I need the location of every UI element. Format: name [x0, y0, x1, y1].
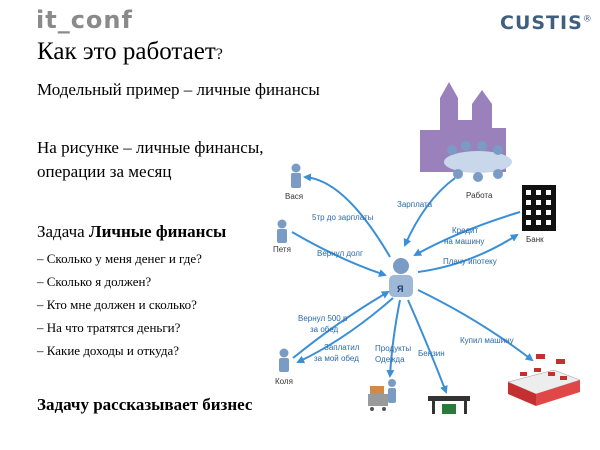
arrow-returned-500 — [292, 290, 390, 359]
bullet-4: – На что тратятся деньги? — [37, 320, 181, 335]
picture-line-2: операции за месяц — [37, 162, 172, 181]
edge-products-1: Продукты — [375, 344, 411, 353]
edge-returned-500-1: Вернул 500 р — [298, 314, 348, 323]
arrow-car — [417, 289, 534, 362]
registered-mark: ® — [582, 14, 593, 25]
slide-title: Как это работает? — [37, 38, 223, 66]
slide-title-text: Как это работает — [37, 38, 216, 65]
bullet-2: – Сколько я должен? — [37, 274, 152, 289]
node-work: Работа — [466, 191, 493, 200]
edge-returned-debt: Вернул долг — [317, 249, 363, 258]
person-me-icon — [389, 258, 413, 297]
arrow-salary — [403, 177, 456, 247]
picture-line-1: На рисунке – личные финансы, — [37, 138, 264, 157]
edge-5tr: 5тр до зарплаты — [312, 213, 374, 222]
bank-building-icon — [522, 185, 556, 231]
node-petya: Петя — [273, 245, 291, 254]
node-kolya: Коля — [275, 377, 293, 386]
custis-logo-text: CUSTIS — [500, 12, 583, 34]
meeting-table-icon — [444, 141, 512, 182]
itconf-logo: it_conf — [36, 6, 133, 34]
edge-credit-2: на машину — [444, 237, 484, 246]
edge-gas: Бензин — [418, 349, 445, 358]
bullet-1: – Сколько у меня денег и где? — [37, 251, 202, 266]
edge-mortgage: Плачу ипотеку — [443, 257, 497, 266]
node-bank: Банк — [526, 235, 544, 244]
person-vasya-icon — [291, 163, 301, 188]
arrow-products — [386, 299, 401, 378]
car-dealership-icon — [507, 354, 581, 406]
task-prefix: Задача — [37, 222, 89, 241]
edge-products-2: Одежда — [375, 355, 405, 364]
flow-arrows — [291, 173, 534, 394]
person-petya-icon — [277, 219, 287, 243]
arrow-credit — [413, 211, 521, 256]
task-heading: Задача Личные финансы — [37, 222, 226, 242]
slide-title-question: ? — [215, 46, 223, 63]
edge-credit-1: Кредит — [452, 226, 479, 235]
node-vasya: Вася — [285, 192, 303, 201]
person-kolya-icon — [279, 348, 289, 372]
task-bold: Личные финансы — [88, 222, 227, 241]
arrow-paid-lunch — [296, 297, 394, 364]
node-me: Я — [397, 284, 403, 294]
footer-text: Задачу рассказывает бизнес — [37, 395, 253, 414]
arrow-returned-debt — [291, 231, 387, 277]
edge-car: Купил машину — [460, 336, 514, 345]
arrow-mortgage — [417, 233, 519, 273]
edge-returned-500-2: за обед — [310, 325, 339, 334]
edge-paid-lunch-1: Заплатил — [324, 343, 360, 352]
arrow-gas — [407, 299, 448, 394]
model-example-line: Модельный пример – личные финансы — [37, 80, 320, 99]
edge-paid-lunch-2: за мой обед — [314, 354, 359, 363]
custis-logo: CUSTIS® — [500, 12, 593, 34]
edge-salary: Зарплата — [397, 200, 433, 209]
shopping-cart-icon — [368, 379, 396, 411]
arrow-5tr — [303, 173, 391, 258]
gas-station-icon — [428, 396, 470, 414]
bullet-5: – Какие доходы и откуда? — [37, 343, 180, 358]
bullet-3: – Кто мне должен и сколько? — [37, 297, 197, 312]
